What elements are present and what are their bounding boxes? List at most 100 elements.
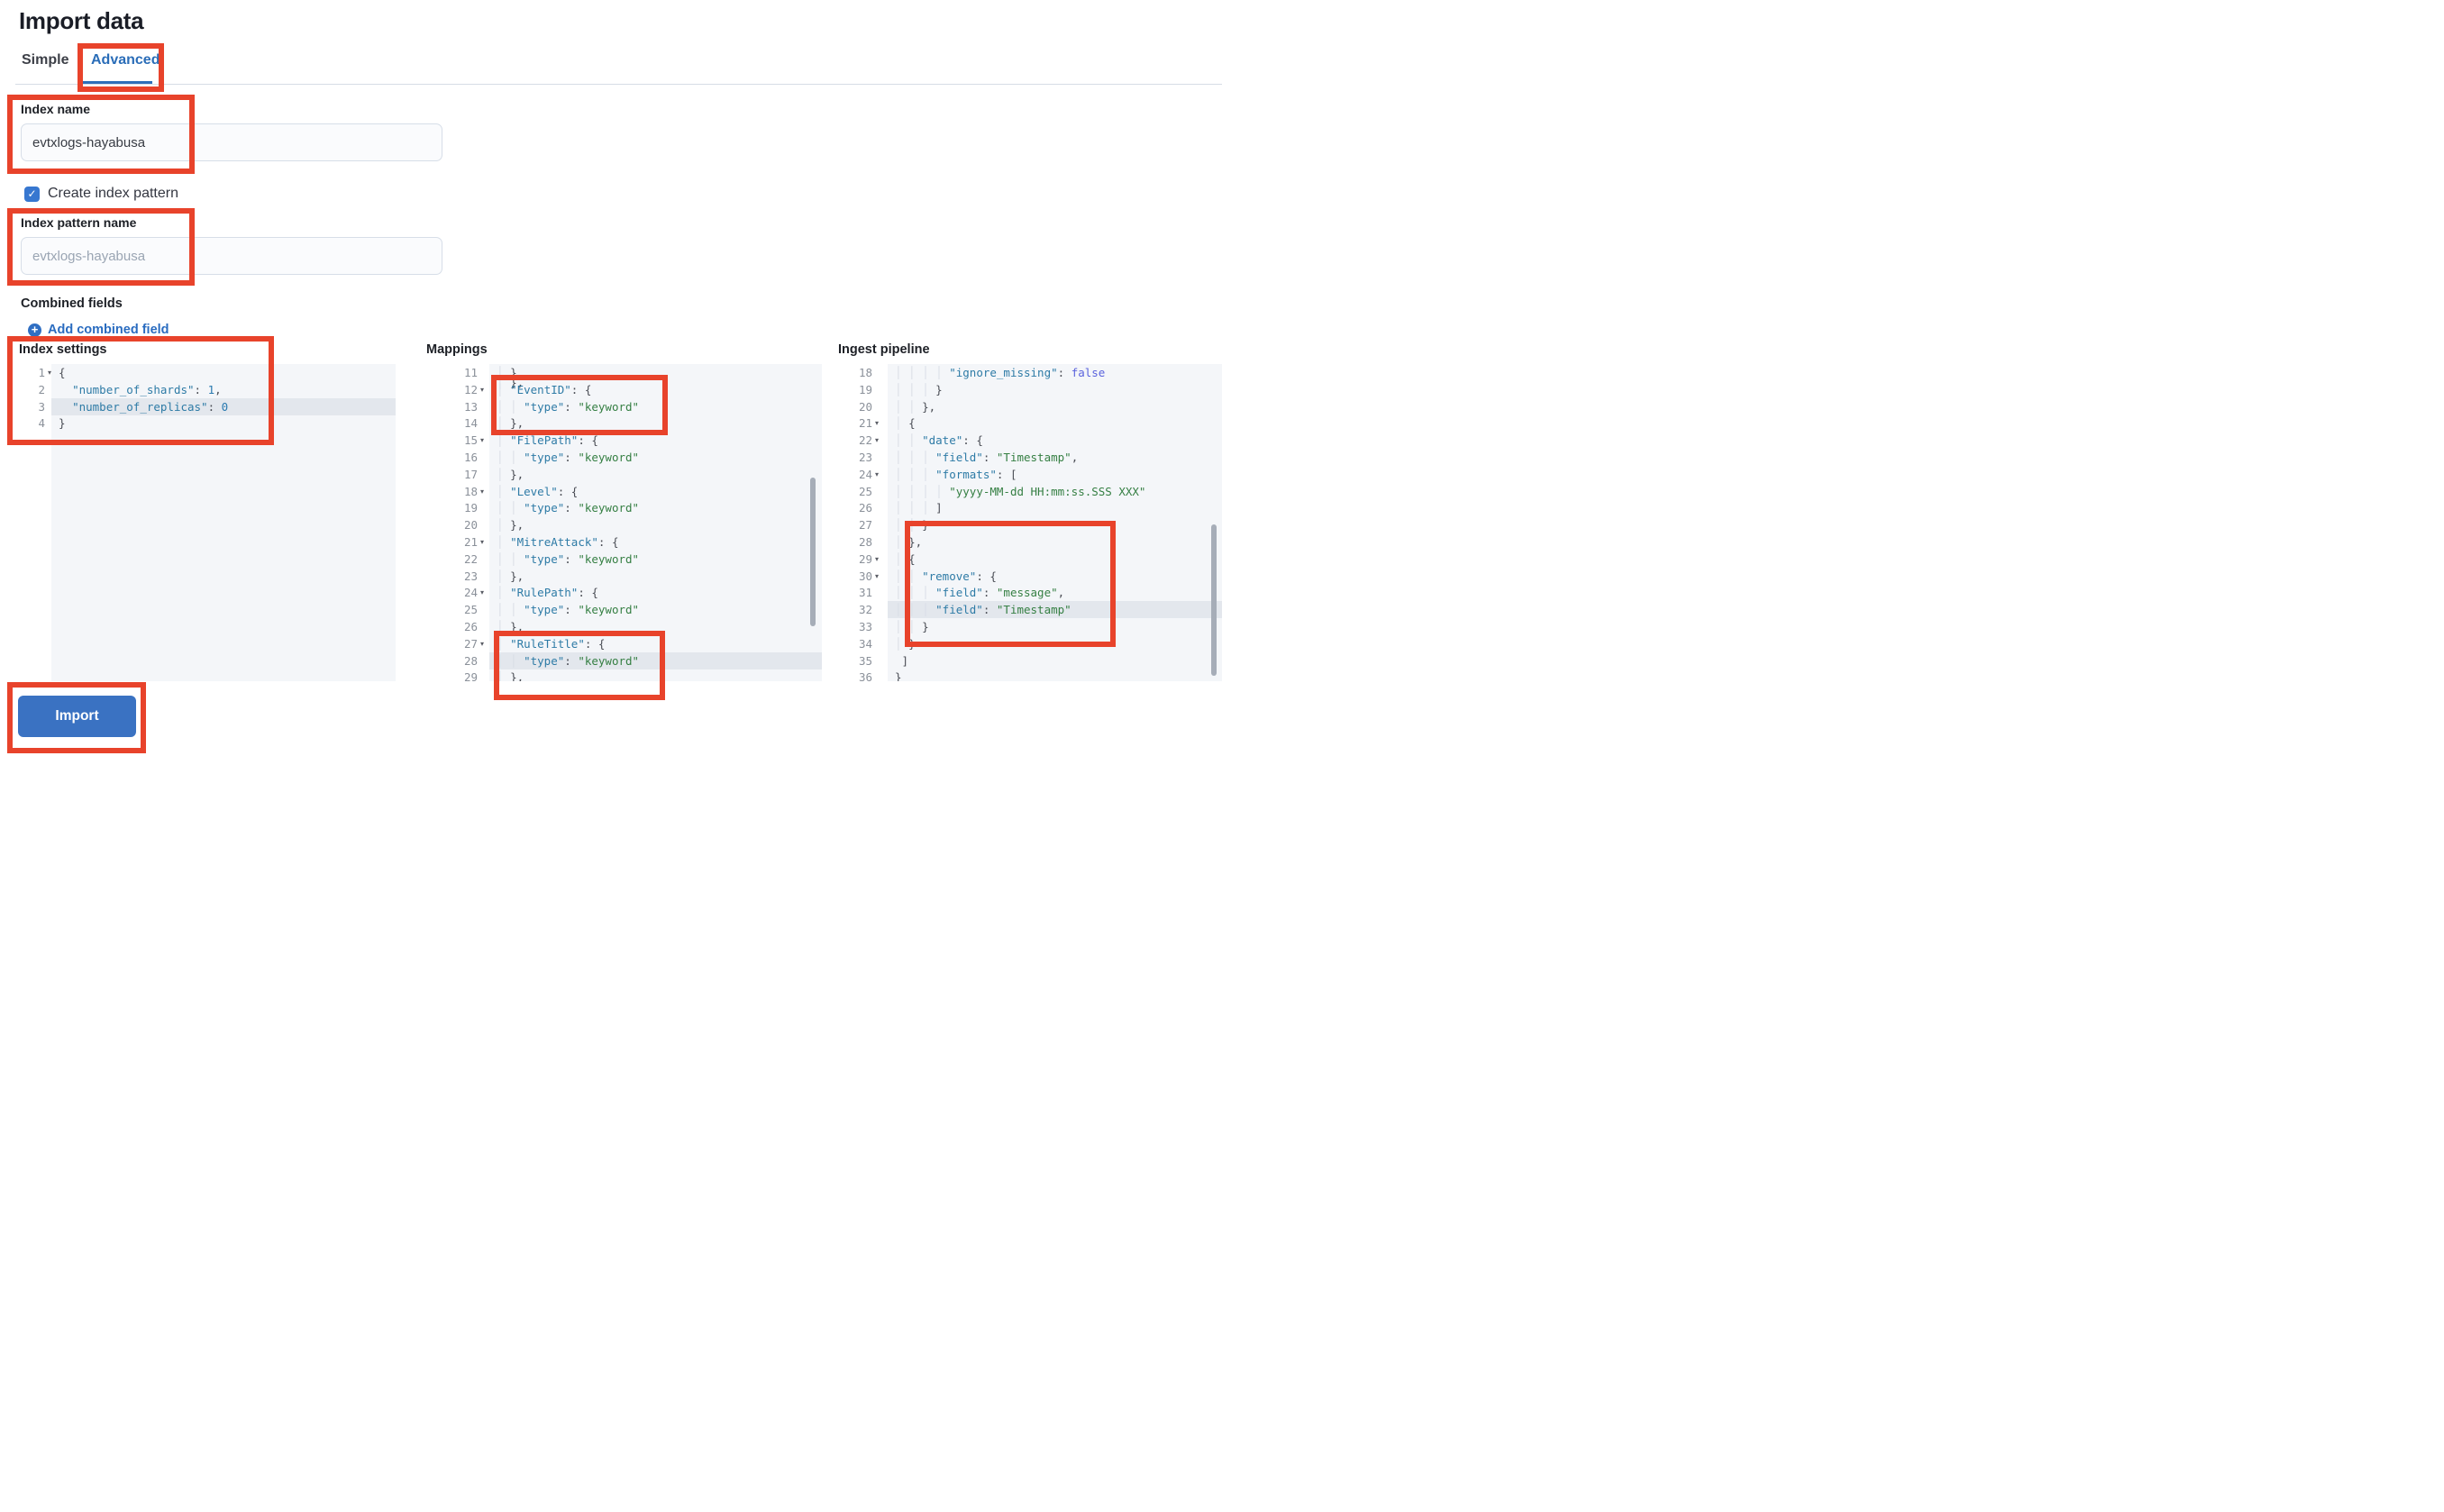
line-number: 17 — [463, 467, 478, 481]
index-pattern-name-label: Index pattern name — [21, 215, 137, 230]
index-settings-editor[interactable]: 1▾{2 "number_of_shards": 1,3 "number_of_… — [18, 364, 396, 681]
page-title: Import data — [19, 7, 144, 34]
line-number: 36 — [858, 670, 872, 681]
mappings-editor[interactable]: 11│ }│ },12▾│ "EventID": {13│ │ "type": … — [424, 364, 822, 681]
code-line: │ { — [895, 416, 916, 431]
import-button[interactable]: Import — [18, 696, 136, 737]
line-number: 22 — [858, 433, 872, 448]
code-line: │ │ │ ] — [895, 501, 943, 515]
tabs-divider — [15, 84, 1222, 85]
line-number: 32 — [858, 603, 872, 617]
line-number: 28 — [858, 535, 872, 549]
fold-arrow-icon[interactable]: ▾ — [875, 469, 880, 478]
line-number: 18 — [858, 366, 872, 379]
line-number: 1 — [38, 366, 45, 379]
index-settings-label: Index settings — [19, 342, 107, 357]
code-line: │ "RuleTitle": { — [497, 636, 606, 651]
fold-arrow-icon[interactable]: ▾ — [480, 538, 485, 546]
tab-simple[interactable]: Simple — [22, 52, 69, 68]
code-line: │ "RulePath": { — [497, 586, 598, 600]
line-number: 13 — [463, 399, 478, 414]
code-line: │ │ } — [895, 518, 929, 533]
code-line: } — [59, 416, 66, 431]
code-line: │ │ "type": "keyword" — [497, 451, 640, 464]
code-line: │ │ │ } — [895, 382, 943, 396]
code-line: │ "MitreAttack": { — [497, 535, 619, 549]
code-line: │ }, — [497, 569, 524, 583]
code-line: │ │ │ "field": "Timestamp", — [895, 451, 1079, 464]
line-number: 20 — [463, 518, 478, 533]
line-number: 3 — [38, 399, 45, 414]
line-number: 4 — [38, 416, 45, 431]
combined-fields-label: Combined fields — [21, 296, 123, 311]
code-line: │ }, — [497, 620, 524, 633]
create-index-pattern-label: Create index pattern — [48, 186, 178, 201]
line-number: 23 — [463, 569, 478, 583]
code-line: │ │ }, — [895, 399, 936, 414]
code-line: │ │ │ "formats": [ — [895, 467, 1017, 481]
code-line: │ │ } — [895, 620, 929, 633]
line-number: 11 — [463, 366, 478, 379]
code-line: │ │ │ "field": "Timestamp" — [895, 603, 1072, 617]
code-line: │ }, — [895, 535, 923, 549]
line-number: 26 — [463, 620, 478, 633]
line-number: 27 — [858, 518, 872, 533]
code-line: │ │ "type": "keyword" — [497, 551, 640, 566]
index-pattern-name-input[interactable] — [21, 237, 442, 275]
code-line: } — [895, 670, 902, 681]
create-index-pattern-checkbox[interactable]: ✓ — [24, 187, 40, 202]
line-number: 24 — [858, 467, 872, 481]
fold-arrow-icon[interactable]: ▾ — [875, 436, 880, 445]
code-line: │ }, — [497, 670, 524, 681]
code-line: │ "Level": { — [497, 484, 579, 498]
code-line: │ "FilePath": { — [497, 433, 598, 448]
code-line: │ } — [497, 366, 517, 379]
code-line: │ │ │ "field": "message", — [895, 586, 1065, 600]
code-line: │ │ "date": { — [895, 433, 983, 448]
active-line-highlight — [489, 651, 822, 669]
line-number: 35 — [858, 653, 872, 668]
add-combined-field-link[interactable]: Add combined field — [48, 323, 169, 337]
line-number: 19 — [463, 501, 478, 515]
line-number: 29 — [858, 551, 872, 566]
active-tab-underline — [80, 81, 152, 85]
active-line-highlight — [51, 397, 396, 415]
index-name-label: Index name — [21, 102, 91, 116]
fold-arrow-icon[interactable]: ▾ — [480, 487, 485, 496]
code-line: │ "EventID": { — [497, 382, 592, 396]
fold-arrow-icon[interactable]: ▾ — [875, 419, 880, 428]
editor-background — [489, 364, 822, 681]
fold-arrow-icon[interactable]: ▾ — [480, 588, 485, 597]
code-line: │ │ "remove": { — [895, 569, 997, 583]
line-number: 22 — [463, 551, 478, 566]
line-number: 12 — [463, 382, 478, 396]
code-line: { — [59, 366, 66, 379]
fold-arrow-icon[interactable]: ▾ — [48, 369, 52, 377]
line-number: 2 — [38, 382, 45, 396]
editor-background — [51, 364, 396, 681]
tab-advanced[interactable]: Advanced — [91, 52, 160, 68]
line-number: 19 — [858, 382, 872, 396]
line-number: 21 — [463, 535, 478, 549]
line-number: 30 — [858, 569, 872, 583]
line-number: 15 — [463, 433, 478, 448]
ingest-scrollbar-thumb[interactable] — [1211, 524, 1217, 676]
code-line: │ │ "type": "keyword" — [497, 603, 640, 617]
line-number: 20 — [858, 399, 872, 414]
active-line-highlight — [888, 601, 1222, 619]
line-number: 14 — [463, 416, 478, 431]
code-line: │ }, — [497, 518, 524, 533]
fold-arrow-icon[interactable]: ▾ — [875, 571, 880, 580]
line-number: 27 — [463, 636, 478, 651]
line-number: 21 — [858, 416, 872, 431]
code-line: │ }, — [497, 467, 524, 481]
fold-arrow-icon[interactable]: ▾ — [480, 639, 485, 648]
index-name-input[interactable] — [21, 123, 442, 161]
fold-arrow-icon[interactable]: ▾ — [480, 436, 485, 445]
fold-arrow-icon[interactable]: ▾ — [875, 554, 880, 563]
mappings-scrollbar-thumb[interactable] — [810, 478, 816, 626]
code-line: │ │ "type": "keyword" — [497, 653, 640, 668]
fold-arrow-icon[interactable]: ▾ — [480, 385, 485, 394]
plus-icon: + — [28, 323, 41, 337]
